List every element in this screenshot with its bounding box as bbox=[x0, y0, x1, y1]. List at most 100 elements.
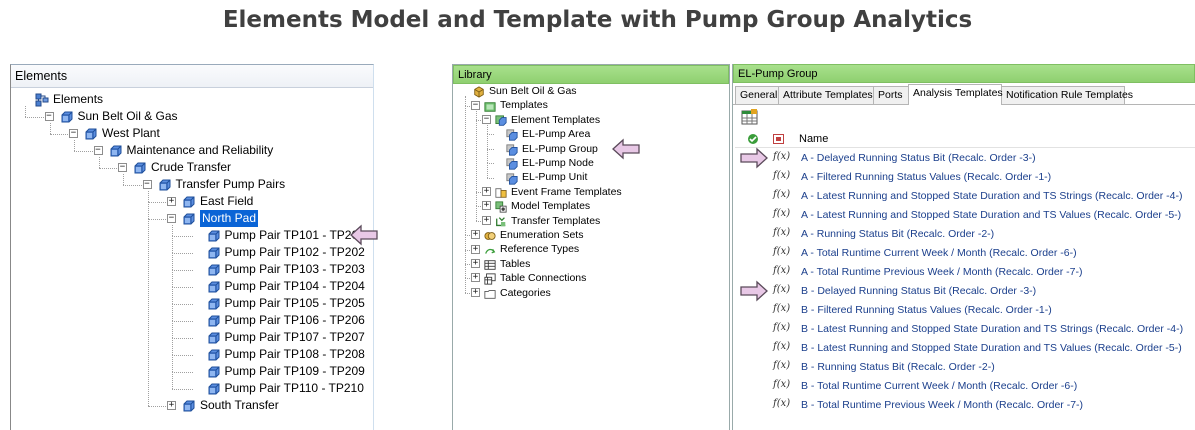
element-icon bbox=[84, 127, 98, 146]
function-icon: f(x) bbox=[773, 322, 791, 333]
analysis-template-row[interactable]: f(x)A - Filtered Running Status Values (… bbox=[735, 168, 1195, 187]
analysis-template-row[interactable]: f(x)B - Delayed Running Status Bit (Reca… bbox=[735, 282, 1195, 301]
tree-item-label: Element Templates bbox=[511, 113, 601, 126]
tree-item[interactable]: − Sun Belt Oil & Gas bbox=[11, 108, 373, 124]
collapse-toggle[interactable]: − bbox=[69, 127, 78, 138]
tree-item[interactable]: Pump Pair TP106 - TP206 bbox=[11, 312, 373, 328]
tree-item[interactable]: +East Field bbox=[11, 193, 373, 209]
analysis-template-name: B - Total Runtime Current Week / Month (… bbox=[801, 380, 1078, 392]
expand-toggle[interactable]: + bbox=[167, 195, 176, 206]
tree-item[interactable]: +Reference Types bbox=[453, 242, 729, 258]
tree-item[interactable]: Pump Pair TP105 - TP205 bbox=[11, 295, 373, 311]
expand-toggle[interactable]: + bbox=[471, 272, 480, 283]
function-icon: f(x) bbox=[773, 208, 791, 219]
tree-item[interactable]: EL-Pump Area bbox=[453, 127, 729, 143]
tree-item[interactable]: Sun Belt Oil & Gas bbox=[453, 84, 729, 100]
tree-item[interactable]: Pump Pair TP107 - TP207 bbox=[11, 329, 373, 345]
expand-toggle[interactable]: + bbox=[471, 286, 480, 297]
analysis-template-row[interactable]: f(x)A - Total Runtime Previous Week / Mo… bbox=[735, 263, 1195, 282]
element-icon bbox=[207, 246, 221, 265]
tree-connector bbox=[476, 192, 483, 193]
tree-connector bbox=[172, 371, 193, 373]
expand-toggle[interactable]: + bbox=[482, 214, 491, 225]
tree-item[interactable]: Pump Pair TP103 - TP203 bbox=[11, 261, 373, 277]
tree-item[interactable]: −West Plant bbox=[11, 125, 373, 141]
tree-item[interactable]: +Event Frame Templates bbox=[453, 185, 729, 201]
analysis-template-row[interactable]: f(x)B - Latest Running and Stopped State… bbox=[735, 339, 1195, 358]
tree-item[interactable]: Pump Pair TP108 - TP208 bbox=[11, 346, 373, 362]
tree-item[interactable]: −Maintenance and Reliability bbox=[11, 142, 373, 158]
expand-toggle[interactable]: + bbox=[471, 257, 480, 268]
tab-ports[interactable]: Ports bbox=[873, 86, 909, 104]
name-column-header[interactable]: Name bbox=[799, 133, 829, 145]
analysis-template-row[interactable]: f(x)B - Total Runtime Previous Week / Mo… bbox=[735, 396, 1195, 415]
analysis-toolbar-button[interactable] bbox=[741, 109, 759, 125]
analysis-template-row[interactable]: f(x)B - Filtered Running Status Values (… bbox=[735, 301, 1195, 320]
tree-item[interactable]: −North Pad bbox=[11, 210, 373, 227]
tree-item[interactable]: Pump Pair TP110 - TP210 bbox=[11, 380, 373, 396]
expand-toggle[interactable]: + bbox=[471, 243, 480, 254]
collapse-toggle[interactable]: − bbox=[118, 161, 127, 172]
tree-connector bbox=[487, 163, 494, 165]
tree-connector bbox=[98, 167, 119, 169]
tree-item[interactable]: Pump Pair TP101 - TP201 bbox=[11, 227, 373, 243]
tree-item[interactable]: Pump Pair TP104 - TP204 bbox=[11, 278, 373, 294]
transfer-templates-icon bbox=[495, 215, 507, 233]
tree-item[interactable]: +Enumeration Sets bbox=[453, 228, 729, 244]
collapse-toggle[interactable]: − bbox=[93, 144, 103, 155]
collapse-toggle[interactable]: − bbox=[471, 99, 480, 110]
tree-item-label: Templates bbox=[500, 99, 548, 112]
tree-item[interactable]: EL-Pump Unit bbox=[453, 170, 729, 186]
collapse-toggle[interactable]: − bbox=[142, 178, 152, 189]
tab-analysis-templates[interactable]: Analysis Templates bbox=[908, 84, 1003, 105]
tree-item-label: Pump Pair TP105 - TP205 bbox=[224, 296, 365, 310]
tree-item[interactable]: +Tables bbox=[453, 257, 729, 273]
function-icon: f(x) bbox=[773, 379, 791, 390]
tree-connector bbox=[172, 388, 193, 390]
tree-item[interactable]: Pump Pair TP109 - TP209 bbox=[11, 363, 373, 379]
analysis-template-row[interactable]: f(x)B - Latest Running and Stopped State… bbox=[735, 320, 1195, 339]
tree-connector bbox=[147, 218, 149, 406]
tree-item-label: Sun Belt Oil & Gas bbox=[77, 109, 178, 123]
expand-toggle[interactable]: + bbox=[482, 185, 491, 196]
expand-toggle[interactable]: + bbox=[167, 399, 176, 410]
tree-item[interactable]: +South Transfer bbox=[11, 397, 373, 413]
tree-item[interactable]: − Element Templates bbox=[453, 113, 729, 129]
tree-item[interactable]: +Model Templates bbox=[453, 199, 729, 215]
tab-notification-rule-templates[interactable]: Notification Rule Templates bbox=[1001, 86, 1133, 104]
collapse-toggle[interactable]: − bbox=[167, 212, 176, 223]
tree-connector bbox=[172, 269, 193, 271]
enumeration-sets-icon bbox=[484, 229, 496, 247]
analysis-template-row[interactable]: f(x)A - Latest Running and Stopped State… bbox=[735, 206, 1195, 225]
analysis-template-row[interactable]: f(x)A - Running Status Bit (Recalc. Orde… bbox=[735, 225, 1195, 244]
tree-item[interactable]: EL-Pump Group bbox=[453, 142, 729, 158]
tree-item[interactable]: +Transfer Templates bbox=[453, 214, 729, 230]
templates-icon bbox=[484, 100, 496, 118]
tree-item[interactable]: Elements bbox=[11, 91, 373, 107]
tree-item[interactable]: − Templates bbox=[453, 98, 729, 114]
tree-item[interactable]: − Crude Transfer bbox=[11, 159, 373, 175]
tree-item[interactable]: −Transfer Pump Pairs bbox=[11, 176, 373, 192]
analysis-template-row[interactable]: f(x)A - Latest Running and Stopped State… bbox=[735, 187, 1195, 206]
tree-item[interactable]: EL-Pump Node bbox=[453, 156, 729, 172]
tab-general[interactable]: General bbox=[735, 86, 779, 104]
collapse-toggle[interactable]: − bbox=[44, 110, 54, 121]
expand-toggle[interactable]: + bbox=[482, 200, 491, 211]
tree-item[interactable]: +Table Connections bbox=[453, 271, 729, 287]
tree-item[interactable]: Pump Pair TP102 - TP202 bbox=[11, 244, 373, 260]
tree-item-label: Crude Transfer bbox=[151, 160, 232, 174]
analysis-template-row[interactable]: f(x)B - Running Status Bit (Recalc. Orde… bbox=[735, 358, 1195, 377]
tree-connector bbox=[476, 206, 477, 221]
tree-item[interactable]: +Categories bbox=[453, 286, 729, 302]
analysis-template-row[interactable]: f(x) B - Total Runtime Current Week / Mon… bbox=[735, 377, 1195, 396]
expand-toggle[interactable]: + bbox=[471, 229, 480, 240]
analysis-template-row[interactable]: f(x)A - Delayed Running Status Bit (Reca… bbox=[735, 149, 1195, 168]
element-icon bbox=[207, 331, 221, 350]
tree-item-label: Pump Pair TP106 - TP206 bbox=[224, 313, 365, 327]
tree-connector bbox=[487, 134, 494, 136]
analysis-template-row[interactable]: f(x)A - Total Runtime Current Week / Mon… bbox=[735, 244, 1195, 263]
spreadsheet-icon bbox=[741, 109, 758, 125]
tab-attribute-templates[interactable]: Attribute Templates bbox=[778, 86, 874, 104]
collapse-toggle[interactable]: − bbox=[482, 113, 491, 124]
right-arrow-row-a bbox=[740, 147, 768, 169]
